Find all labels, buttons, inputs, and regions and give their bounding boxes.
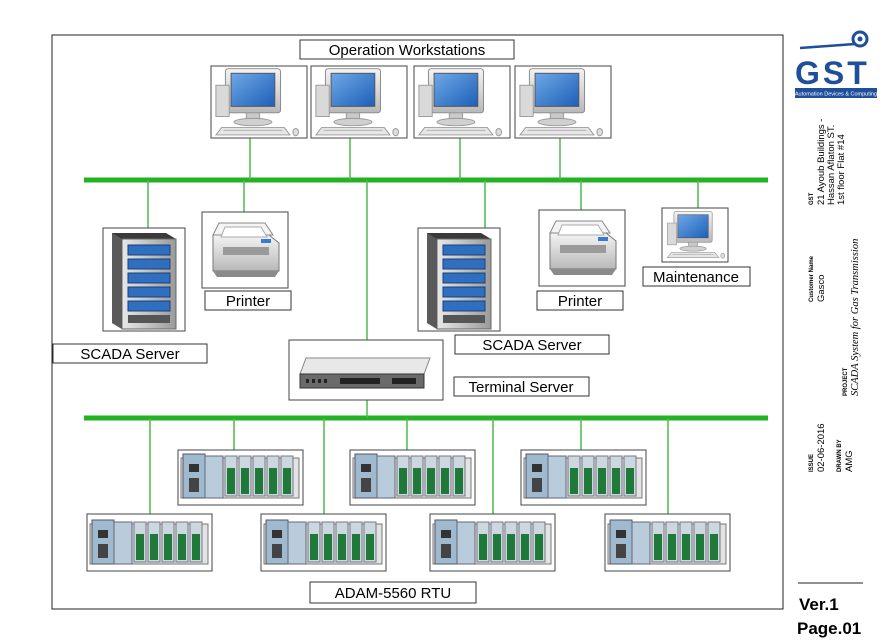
bottom-bus-drops <box>149 418 669 514</box>
top-bus-drops <box>147 138 699 418</box>
maintenance-label-box <box>642 266 751 287</box>
scada-server-left-label-box <box>52 343 208 364</box>
page-label: Page.01 <box>797 619 861 638</box>
issue-date: 02-06-2016 <box>816 423 827 472</box>
workstations-label-box <box>299 39 515 60</box>
workstation-4 <box>514 65 612 139</box>
rtu-label-box <box>309 581 477 604</box>
customer-label: Customer Name <box>809 255 815 302</box>
title-block-issue: ISSUE 02-06-2016 DRAWN BY AMG <box>809 423 855 472</box>
terminal-server-label-box <box>453 376 590 397</box>
issue-label: ISSUE <box>809 454 815 472</box>
rtu-rack-icon <box>432 519 552 565</box>
address-line3: 1st floor Flat #14 <box>836 134 847 205</box>
drawn-by-label: DRAWN BY <box>837 439 843 472</box>
scada-server-right <box>417 227 501 332</box>
rtu-lower-2 <box>260 513 387 572</box>
maintenance-label: Maintenance <box>653 269 739 286</box>
scada-server-right-label: SCADA Server <box>482 337 581 354</box>
workstation-3 <box>413 65 511 139</box>
logo-tagline: Automation Devices & Computing <box>795 92 877 98</box>
scada-server-right-label-box <box>454 334 610 355</box>
rtu-rack-icon <box>180 453 300 499</box>
rtu-upper-2 <box>349 449 476 506</box>
rtu-rack-icon <box>523 453 643 499</box>
diagram-frame <box>51 34 784 610</box>
rtu-upper-1 <box>177 449 304 506</box>
project-name: SCADA System for Gas Transmission <box>850 239 861 396</box>
workstations-label: Operation Workstations <box>329 42 485 59</box>
printer-icon <box>549 220 617 276</box>
terminal-server <box>288 339 444 401</box>
title-block-project: PROJECT SCADA System for Gas Transmissio… <box>843 239 861 396</box>
rtu-rack-icon <box>263 519 383 565</box>
title-block-address: GST 21 Ayoub Buildings - Hassan Aflaton … <box>809 119 847 205</box>
printer-right <box>538 209 626 287</box>
rtu-upper-3 <box>520 449 647 506</box>
address-line1: 21 Ayoub Buildings - <box>816 119 827 205</box>
version-label: Ver.1 <box>799 595 839 614</box>
rtu-rack-icon <box>89 519 209 565</box>
title-block-customer: Customer Name Gasco <box>809 255 827 302</box>
rtu-rack-icon <box>607 519 727 565</box>
customer-name: Gasco <box>816 275 827 302</box>
maintenance-workstation <box>661 207 729 263</box>
printer-icon <box>212 222 280 278</box>
rtu-rack-icon <box>352 453 472 499</box>
printer-left-label: Printer <box>226 293 270 310</box>
address-line2: Hassan Aflaton ST. <box>826 125 837 205</box>
scada-server-left <box>102 227 186 332</box>
drawn-by: AMG <box>844 450 855 472</box>
printer-left <box>201 211 289 289</box>
rtu-lower-4 <box>604 513 731 572</box>
printer-right-label-box <box>536 290 624 311</box>
gst-logo: GST Automation Devices & Computing <box>795 30 877 98</box>
rtu-lower-1 <box>86 513 213 572</box>
terminal-server-label: Terminal Server <box>468 379 573 396</box>
server-tower-icon <box>111 232 177 330</box>
logo-text: GST <box>795 55 870 91</box>
printer-left-label-box <box>204 290 292 311</box>
printer-right-label: Printer <box>558 293 602 310</box>
company-label: GST <box>809 192 815 205</box>
project-label: PROJECT <box>843 367 849 396</box>
rtu-lower-3 <box>429 513 556 572</box>
server-tower-icon <box>426 232 492 330</box>
workstation-2 <box>310 65 408 139</box>
scada-server-left-label: SCADA Server <box>80 346 179 363</box>
rtu-label: ADAM-5560 RTU <box>335 585 451 602</box>
workstation-1 <box>210 65 308 139</box>
